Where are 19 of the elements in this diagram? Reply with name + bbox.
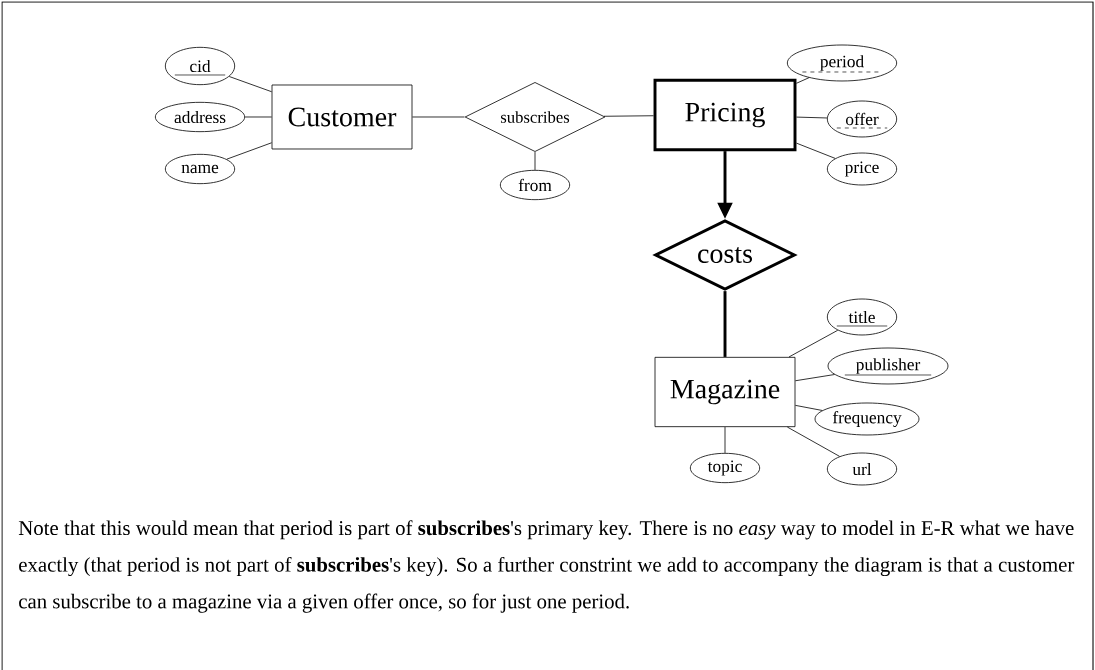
connector-line (603, 115, 654, 117)
connector-line (534, 151, 536, 171)
connector-line (412, 116, 465, 118)
connector-line (795, 374, 835, 382)
connector-line (796, 142, 836, 159)
connector-line (226, 142, 272, 160)
connector-line (724, 426, 726, 454)
connector-line (228, 76, 272, 93)
connector-line (795, 404, 823, 411)
connector-line (786, 426, 840, 457)
connector-line (796, 77, 810, 84)
entity-box: Customer (271, 84, 413, 150)
note-paragraph: Note that this would mean that period is part of subscribes's primary key. There is no easy way to model in E-R what we have exactly (that period is not part of subscribes's key). So a further constrint we add to accompany the diagram is that a customer can subscribe to a magazine via a given offer once, so for just one period. (18, 520, 1075, 613)
entity-box: Magazine (654, 356, 796, 428)
connector-line (723, 291, 727, 357)
entity-box: Pricing (653, 78, 797, 152)
connector-line (244, 116, 272, 118)
connector-line (796, 116, 828, 119)
connector-line (788, 329, 839, 358)
